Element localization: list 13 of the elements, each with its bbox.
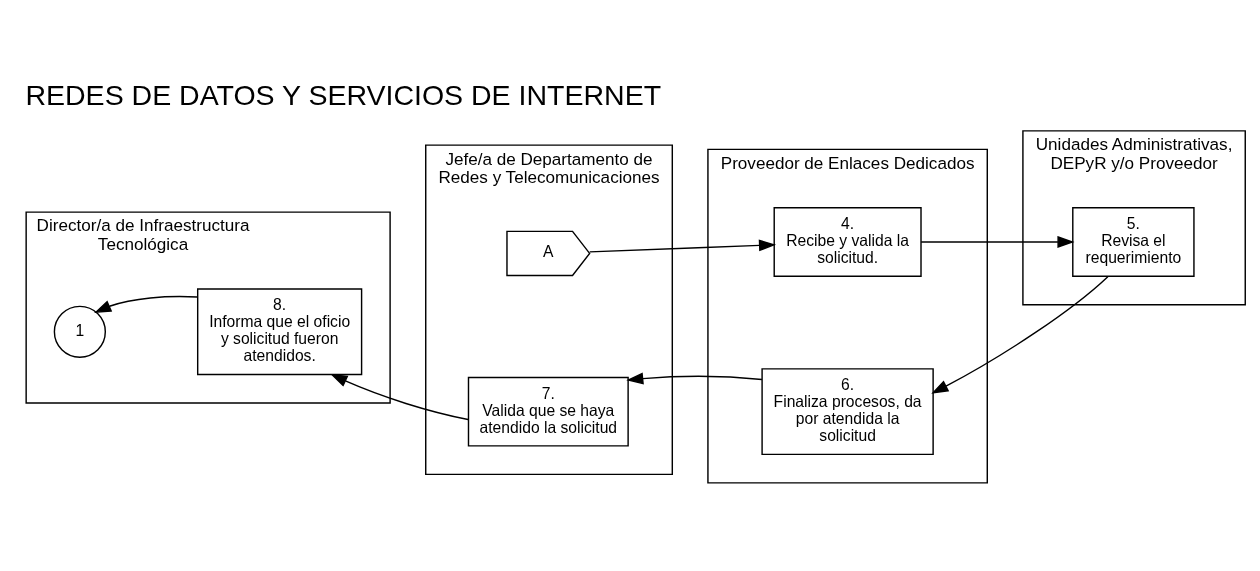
arrow xyxy=(626,372,763,385)
node-box: 4. Recibe y valida la solicitud. xyxy=(773,207,922,277)
diagram-title: REDES DE DATOS Y SERVICIOS DE INTERNET xyxy=(25,79,662,112)
node-circle: 1 xyxy=(53,305,107,358)
node-box: 8. Informa que el oficio y solicitud fueron atendidos. xyxy=(196,288,363,376)
arrow xyxy=(94,295,198,313)
arrow xyxy=(330,373,469,421)
arrow xyxy=(920,236,1075,249)
node-box: 7. Valida que se haya atendido la solicitud xyxy=(467,376,629,447)
arrow xyxy=(931,275,1109,394)
node-box: 6. Finaliza procesos, da por atendida la solicitud xyxy=(761,368,934,456)
arrow xyxy=(589,239,777,253)
node-box: 5. Revisa el requerimiento xyxy=(1072,207,1195,277)
